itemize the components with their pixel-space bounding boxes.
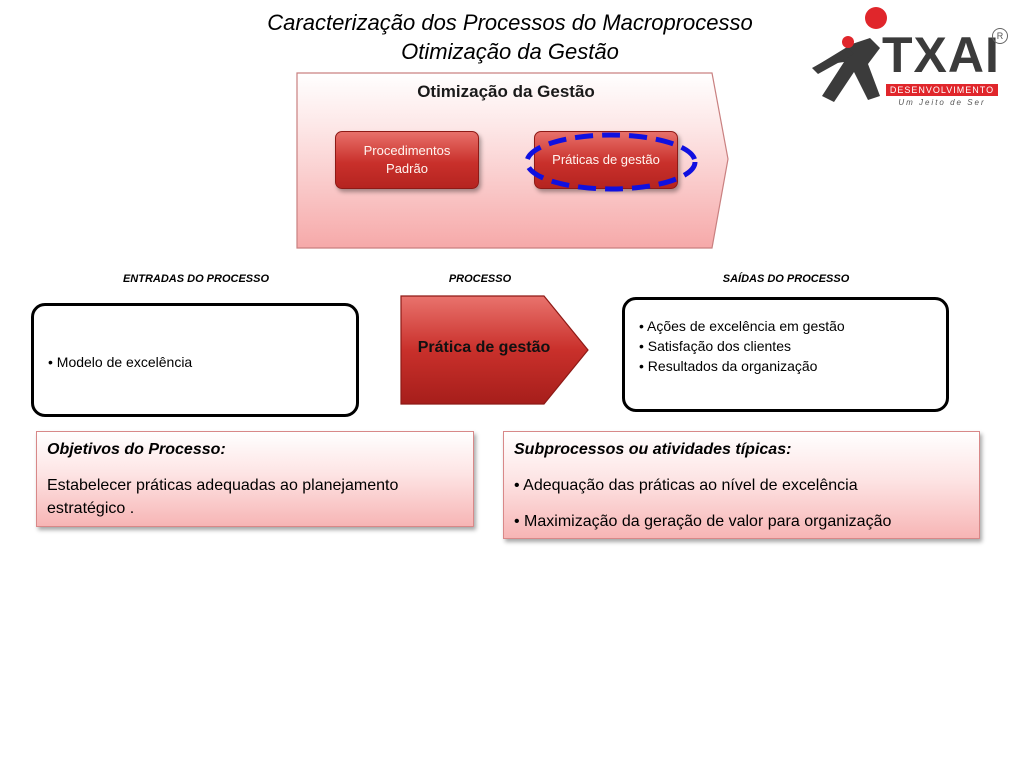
inputs-header: ENTRADAS DO PROCESSO — [122, 273, 270, 285]
highlight-ellipse — [524, 132, 698, 192]
subprocesses-heading: Subprocessos ou atividades típicas: — [514, 441, 792, 458]
subprocess-item: • Maximização da geração de valor para o… — [514, 513, 892, 530]
objectives-text: Estabelecer práticas adequadas ao planej… — [47, 477, 399, 517]
output-item: • Ações de excelência em gestão — [639, 318, 845, 334]
outputs-box: • Ações de excelência em gestão • Satisf… — [622, 297, 949, 412]
registered-mark-icon: R — [992, 28, 1008, 44]
outputs-header: SAÍDAS DO PROCESSO — [722, 273, 850, 285]
procedimentos-padrao-button[interactable]: Procedimentos Padrão — [335, 131, 479, 189]
macroprocess-chevron — [296, 72, 729, 249]
process-label: Prática de gestão — [417, 339, 551, 356]
logo-wordmark: TXAI — [882, 27, 1000, 83]
praticas-de-gestao-button[interactable]: Práticas de gestão — [534, 131, 678, 189]
macroprocess-title: Otimização da Gestão — [417, 82, 595, 101]
txai-logo: TXAI DESENVOLVIMENTO Um Jeito de Ser R — [808, 4, 1014, 114]
page-title: Caracterização dos Processos do Macropro… — [200, 8, 820, 66]
logo-tagline: Um Jeito de Ser — [898, 98, 986, 107]
page-title-line2: Otimização da Gestão — [401, 39, 619, 64]
objectives-box: Objetivos do Processo: Estabelecer práti… — [36, 431, 474, 527]
procedimentos-padrao-label: Procedimentos Padrão — [363, 143, 451, 176]
process-header: PROCESSO — [448, 273, 512, 285]
subprocesses-box: Subprocessos ou atividades típicas: • Ad… — [503, 431, 980, 539]
output-item: • Resultados da organização — [639, 358, 818, 374]
input-item: • Modelo de excelência — [48, 354, 193, 370]
subprocess-item: • Adequação das práticas ao nível de exc… — [514, 477, 858, 494]
logo-subtitle: DESENVOLVIMENTO — [886, 84, 998, 96]
praticas-de-gestao-label: Práticas de gestão — [552, 152, 660, 167]
person-figure-icon — [812, 7, 887, 102]
objectives-heading: Objetivos do Processo: — [47, 441, 226, 458]
inputs-box: • Modelo de excelência — [31, 303, 359, 417]
process-arrow — [400, 295, 589, 405]
output-item: • Satisfação dos clientes — [639, 338, 791, 354]
page-title-line1: Caracterização dos Processos do Macropro… — [267, 10, 753, 35]
